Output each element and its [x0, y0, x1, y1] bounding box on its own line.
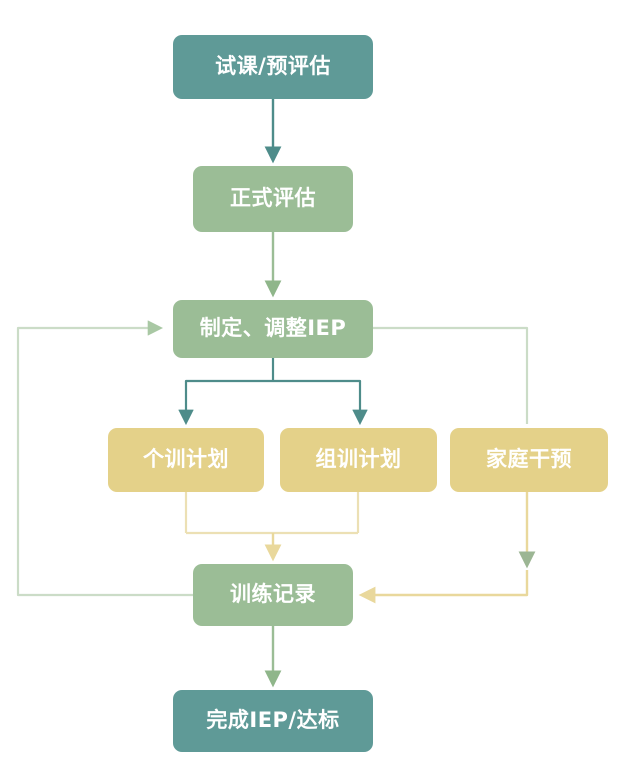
node-family-intervention[interactable]: 家庭干预: [450, 428, 608, 492]
node-label: 制定、调整IEP: [199, 316, 347, 341]
node-individual-plan[interactable]: 个训计划: [108, 428, 264, 492]
node-label: 个训计划: [143, 447, 229, 472]
node-training-record[interactable]: 训练记录: [193, 564, 353, 626]
edge-record-to-iep-feedback: [16, 320, 193, 597]
node-label: 训练记录: [230, 582, 316, 607]
node-label: 家庭干预: [486, 447, 572, 472]
edge-iep-to-family: [373, 326, 529, 424]
node-group-plan[interactable]: 组训计划: [280, 428, 437, 492]
node-trial-preassessment[interactable]: 试课/预评估: [173, 35, 373, 99]
node-complete-iep-goal[interactable]: 完成IEP/达标: [173, 690, 373, 752]
node-formal-assessment[interactable]: 正式评估: [193, 166, 353, 232]
node-label: 正式评估: [230, 186, 316, 211]
node-label: 组训计划: [315, 447, 402, 472]
node-create-adjust-iep[interactable]: 制定、调整IEP: [173, 300, 373, 358]
edge-family-to-record: [358, 570, 529, 604]
node-label: 试课/预评估: [215, 54, 331, 79]
node-label: 完成IEP/达标: [206, 708, 340, 733]
